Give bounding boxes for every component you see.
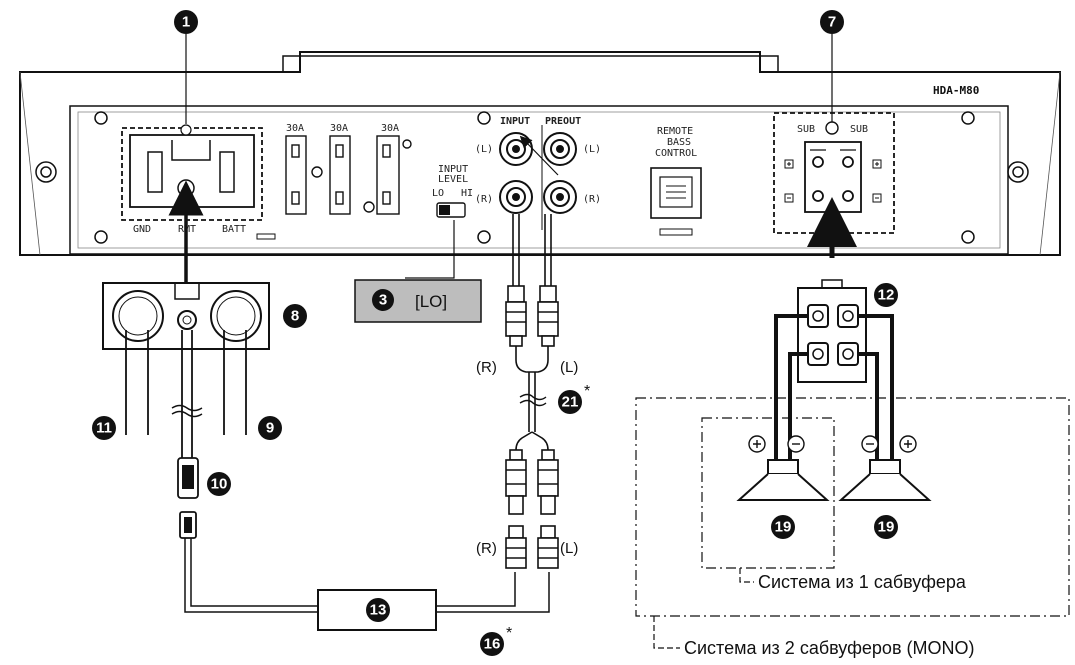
svg-text:9: 9 — [266, 420, 274, 437]
svg-text:8: 8 — [291, 308, 299, 325]
remote-wire-inner — [190, 538, 318, 607]
svg-text:11: 11 — [96, 420, 112, 437]
callout-19-left: 19 — [771, 515, 795, 539]
subwoofer-left — [736, 435, 830, 501]
asterisk-21: * — [584, 383, 590, 400]
gnd-label: GND — [133, 224, 151, 235]
input-level-lo: LO — [432, 188, 444, 199]
rca-l-left: (L) — [475, 144, 493, 155]
one-sub-system-box — [701, 417, 835, 569]
svg-text:16: 16 — [484, 636, 501, 653]
rca-plugs-top — [505, 285, 559, 347]
remote-line1: REMOTE — [657, 126, 693, 137]
input-level-switch: INPUT LEVEL LO HI — [432, 164, 473, 218]
callout-12: 12 — [874, 283, 898, 307]
callout-9: 9 — [258, 416, 282, 440]
callout-11: 11 — [92, 416, 116, 440]
svg-text:10: 10 — [211, 476, 228, 493]
fuse-holders: 30A 30A 30A — [285, 123, 412, 215]
callout-3: 3 — [372, 289, 394, 311]
remote-line2: BASS — [667, 137, 691, 148]
svg-text:13: 13 — [370, 602, 387, 619]
input-level-hi: HI — [461, 188, 473, 199]
callout-10: 10 — [207, 472, 231, 496]
svg-text:19: 19 — [878, 519, 895, 536]
svg-text:7: 7 — [828, 14, 836, 31]
fuse-label-2: 30A — [330, 123, 348, 134]
cable-label-r-bottom: (R) — [476, 540, 497, 557]
two-sub-system-box — [635, 397, 1070, 617]
rca-plugs-mid — [505, 449, 559, 515]
callout-19-right: 19 — [874, 515, 898, 539]
asterisk-16: * — [506, 625, 512, 642]
two-sub-system-caption: Система из 2 сабвуферов (MONO) — [684, 638, 975, 658]
svg-text:1: 1 — [182, 14, 190, 31]
callout-8: 8 — [283, 304, 307, 328]
fuse-label-1: 30A — [286, 123, 304, 134]
mounting-screws — [35, 111, 1029, 244]
rca-input-label: INPUT — [500, 116, 530, 127]
two-sub-leader — [653, 616, 680, 649]
remote-line3: CONTROL — [655, 148, 697, 159]
remote-wire-outer — [184, 538, 318, 613]
callout-7: 7 — [820, 10, 844, 34]
cable-label-l-bottom: (L) — [560, 540, 578, 557]
batt-label: BATT — [222, 224, 246, 235]
svg-text:21: 21 — [562, 394, 579, 411]
input-level-title-1: INPUT — [438, 164, 468, 175]
sub-label-right: SUB — [850, 124, 868, 135]
callout-16: 16 — [480, 632, 504, 656]
cable-label-r-top: (R) — [476, 359, 497, 376]
speaker-wires — [774, 314, 894, 460]
setting-leader-line — [405, 220, 455, 279]
one-sub-system-caption: Система из 1 сабвуфера — [758, 572, 967, 592]
rca-preout-label: PREOUT — [545, 116, 581, 127]
sub-label-left: SUB — [797, 124, 815, 135]
rca-r-right: (R) — [583, 194, 601, 205]
svg-text:12: 12 — [878, 287, 895, 304]
rca-l-right: (L) — [583, 144, 601, 155]
model-label: HDA-M80 — [933, 84, 979, 97]
input-level-title-2: LEVEL — [438, 174, 468, 185]
setting-box-value: [LO] — [415, 292, 447, 311]
speaker-plug — [797, 279, 867, 383]
callout-13: 13 — [366, 598, 390, 622]
power-wires — [125, 330, 247, 458]
rca-plugs-bottom — [505, 525, 559, 569]
power-plug — [102, 282, 270, 350]
remote-bass-control-port: REMOTE BASS CONTROL — [650, 126, 702, 236]
remote-wire-connector — [177, 457, 199, 539]
arrow-rca — [519, 135, 559, 176]
fuse-label-3: 30A — [381, 123, 399, 134]
rca-source-cable — [436, 572, 550, 613]
callout-1: 1 — [174, 10, 198, 34]
rca-cable — [512, 214, 552, 451]
svg-text:19: 19 — [775, 519, 792, 536]
subwoofer-right — [838, 435, 932, 501]
svg-text:3: 3 — [379, 292, 387, 309]
callout-21: 21 — [558, 390, 582, 414]
one-sub-leader — [739, 568, 754, 583]
rca-r-left: (R) — [475, 194, 493, 205]
cable-label-l-top: (L) — [560, 359, 578, 376]
